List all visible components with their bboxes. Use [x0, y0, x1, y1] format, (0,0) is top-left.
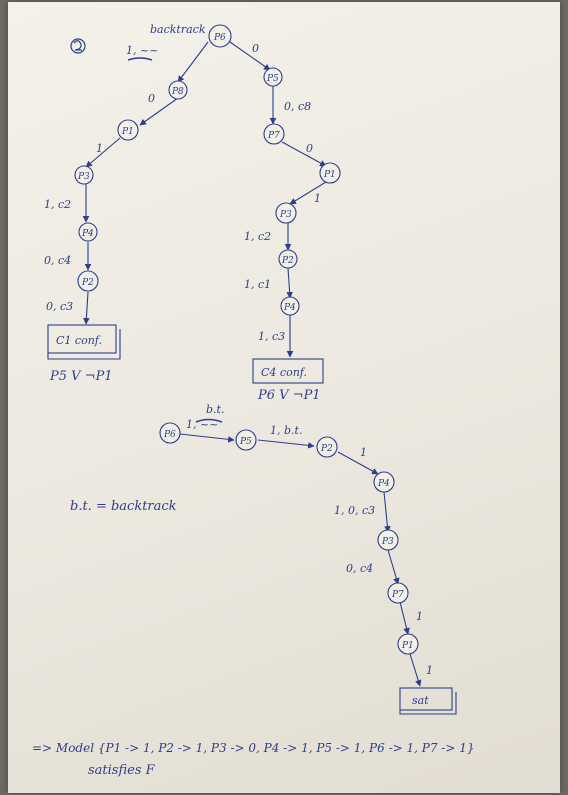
- tree3-node-p4: P4: [377, 479, 390, 489]
- edge-p1-p3: [85, 137, 121, 168]
- tree2-edge-label: 0, c8: [284, 100, 311, 113]
- notebook-page: backtrack 1, ~~ P6 P8 P1 P3 P4 P2 0 1 1,…: [8, 2, 560, 793]
- edge-p2-c1: [83, 291, 90, 325]
- node-circle: [159, 422, 181, 444]
- c1-box-shadow: [47, 329, 121, 360]
- sat-label: sat: [412, 694, 429, 707]
- tree2-node-p5: P5: [266, 74, 279, 84]
- node-circle: [319, 162, 341, 184]
- tree1-edge-label: 1, c2: [44, 198, 71, 211]
- tree1-conflict-label: C1 conf.: [56, 334, 102, 347]
- tree3-edge-label: 1: [360, 446, 367, 459]
- legend-text: b.t. = backtrack: [70, 499, 177, 514]
- tree3-node-p3: P3: [381, 537, 394, 547]
- edge-p3-p7: [387, 549, 400, 585]
- tree1-node-p2: P2: [81, 278, 94, 288]
- node-circles: [74, 24, 419, 655]
- tree2-edge-label: 0: [252, 42, 259, 55]
- model-line: => Model {P1 -> 1, P2 -> 1, P3 -> 0, P4 …: [32, 741, 475, 755]
- edge-p2-p4: [286, 267, 293, 299]
- node-circle: [74, 165, 94, 185]
- tree3-node-p6: P6: [163, 430, 176, 440]
- tree3-root-label: b.t.: [206, 403, 224, 416]
- tree2-edge-label: 1, c2: [244, 230, 271, 243]
- edge-p6-p5: [229, 41, 271, 71]
- tree1-learned-clause: P5 V ¬P1: [49, 369, 113, 384]
- tree3-node-p7: P7: [391, 590, 404, 600]
- node-circle: [235, 429, 257, 451]
- tree3-edge-p5-p2-label: 1, b.t.: [270, 424, 302, 437]
- edge-p8-p1: [139, 97, 179, 126]
- node-circle: [275, 202, 297, 224]
- node-circle: [168, 80, 188, 100]
- edge-p5-p2-bt: [257, 439, 315, 449]
- node-circle: [278, 249, 298, 269]
- tree2-node-p3: P3: [279, 210, 292, 220]
- tree3-edge-label: 1, 0, c3: [334, 504, 375, 517]
- tree1-root-label: backtrack: [150, 23, 206, 36]
- tree3-node-p1: P1: [401, 641, 414, 651]
- node-circle: [117, 119, 139, 141]
- boxes: [47, 324, 457, 715]
- tree3-edge-label: 1: [416, 610, 423, 623]
- edge-p4-p3: [383, 491, 391, 533]
- handwritten-diagram: backtrack 1, ~~ P6 P8 P1 P3 P4 P2 0 1 1,…: [32, 23, 556, 778]
- tree1-edges: [82, 41, 209, 325]
- edge-p6-p5-bt: [179, 433, 235, 443]
- model-line-2: satisfies F: [88, 763, 156, 778]
- tree1-node-p1: P1: [121, 127, 134, 137]
- tree1-edge-label: 0: [148, 92, 155, 105]
- tree2-edge-label: 0: [306, 142, 313, 155]
- scribble-mark: [195, 418, 223, 423]
- tree3-node-p5: P5: [239, 437, 252, 447]
- tree1-node-p4: P4: [81, 229, 94, 239]
- node-circle: [387, 582, 409, 604]
- tree2-learned-clause: P6 V ¬P1: [257, 388, 321, 403]
- tree1-edge-label: 0, c3: [46, 300, 73, 313]
- sat-box-shadow: [399, 692, 457, 715]
- edge-p7-p1: [399, 601, 410, 635]
- c4-conflict-box: [252, 358, 324, 384]
- node-circle: [77, 270, 99, 292]
- tree3-root-edge-label: 1, ~~: [186, 418, 218, 431]
- tree2-node-p4: P4: [283, 303, 296, 313]
- tree1-edge-label: 1: [96, 142, 103, 155]
- tree2-edges: [229, 41, 327, 358]
- tree2-node-p1: P1: [323, 170, 336, 180]
- tree2-node-p7: P7: [267, 131, 280, 141]
- tree3-node-p2: P2: [320, 444, 333, 454]
- tree1-node-p8: P8: [171, 87, 184, 97]
- node-circle: [78, 222, 98, 242]
- tree3-edge-label: 1: [426, 664, 433, 677]
- page-marker-icon: [70, 38, 86, 54]
- edge-p7-p1: [281, 141, 327, 167]
- c1-conflict-box: [47, 324, 117, 354]
- edge-p1-p3: [289, 181, 327, 205]
- tree1-root-edge-label: 1, ~~: [126, 44, 158, 57]
- tree3-edge-label: 0, c4: [346, 562, 373, 575]
- tree2-edge-label: 1: [314, 192, 321, 205]
- tree1-edge-label: 0, c4: [44, 254, 71, 267]
- node-circle: [263, 123, 285, 145]
- tree1-node-p6: P6: [213, 33, 226, 43]
- edge-p2-p4: [337, 451, 379, 475]
- tree2-edge-label: 1, c1: [244, 278, 271, 291]
- scribble-mark: [127, 57, 153, 61]
- tree1-node-p3: P3: [77, 172, 90, 182]
- node-circle: [263, 67, 283, 87]
- sat-box: [399, 687, 453, 711]
- tree2-edge-label: 1, c3: [258, 330, 285, 343]
- edge-p6-p8: [177, 41, 209, 83]
- spacer: [56, 726, 556, 728]
- node-circle: [373, 471, 395, 493]
- tree3-edges: [179, 433, 422, 687]
- tree2-node-p2: P2: [281, 256, 294, 266]
- node-circle: [377, 529, 399, 551]
- node-circle: [280, 296, 300, 316]
- tree2-conflict-label: C4 conf.: [261, 366, 307, 379]
- node-circle: [397, 633, 419, 655]
- node-circle: [208, 24, 232, 48]
- node-circle: [316, 436, 338, 458]
- edge-p1-sat: [409, 653, 422, 687]
